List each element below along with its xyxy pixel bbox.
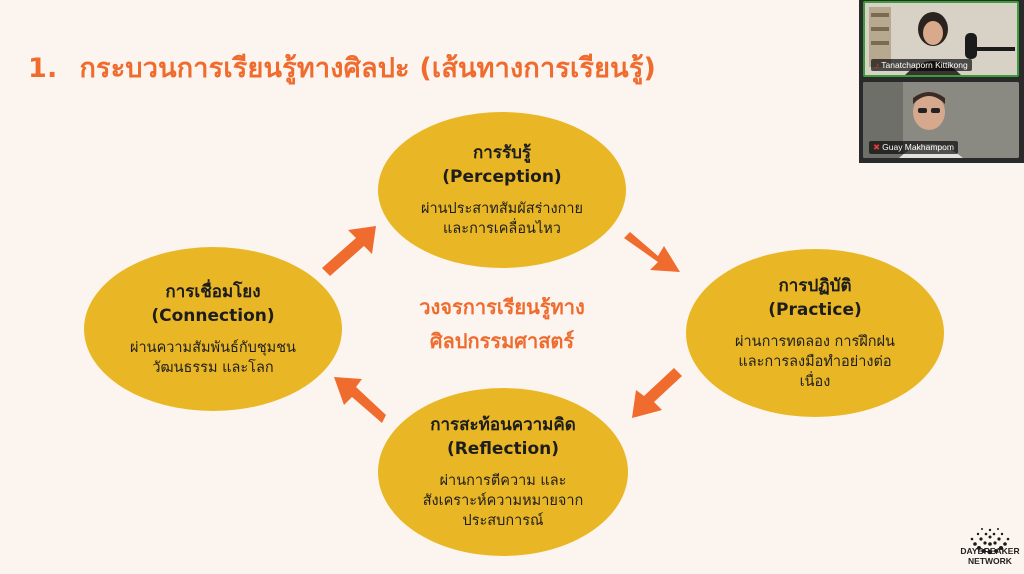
practice-desc-2: และการลงมือทำอย่างต่อ — [738, 354, 892, 370]
perception-desc-2: และการเคลื่อนไหว — [443, 221, 561, 237]
practice-desc-1: ผ่านการทดลอง การฝึกฝน — [735, 334, 895, 350]
center-line-2: ศิลปกรรมศาสตร์ — [429, 329, 575, 353]
participant-video-tile[interactable]: ♪Tanatchaporn Kittikong — [863, 1, 1019, 77]
arrow-down-left-icon — [632, 368, 682, 418]
logo-line-2: NETWORK — [968, 556, 1012, 566]
center-line-1: วงจรการเรียนรู้ทาง — [419, 295, 585, 319]
participant-name-tag: ✖Guay Makhampom — [869, 141, 958, 154]
reflection-ellipse: การสะท้อนความคิด (Reflection) ผ่านการตีค… — [378, 388, 628, 556]
practice-english: (Practice) — [768, 300, 862, 320]
participant-name-tag: ♪Tanatchaporn Kittikong — [871, 59, 972, 71]
participant-name: Tanatchaporn Kittikong — [881, 60, 968, 70]
video-participants-panel: ♪Tanatchaporn Kittikong ✖Guay Makhampom — [859, 0, 1024, 163]
connection-desc-1: ผ่านความสัมพันธ์กับชุมชน — [130, 340, 296, 356]
reflection-english: (Reflection) — [446, 439, 560, 459]
perception-ellipse: การรับรู้ (Perception) ผ่านประสาทสัมผัสร… — [378, 112, 626, 268]
perception-thai: การรับรู้ — [472, 143, 532, 163]
mic-icon: ♪ — [875, 60, 880, 70]
practice-thai: การปฏิบัติ — [778, 276, 852, 296]
title-number: 1. — [28, 53, 58, 84]
reflection-thai: การสะท้อนความคิด — [430, 415, 576, 435]
title-text: กระบวนการเรียนรู้ทางศิลปะ (เส้นทางการเรี… — [79, 53, 657, 84]
practice-ellipse: การปฏิบัติ (Practice) ผ่านการทดลอง การฝึ… — [686, 249, 944, 417]
cycle-center-label: วงจรการเรียนรู้ทาง ศิลปกรรมศาสตร์ — [380, 290, 624, 358]
perception-desc-1: ผ่านประสาทสัมผัสร่างกาย — [420, 201, 584, 217]
daybreaker-logo-icon — [970, 528, 1010, 555]
arrow-up-left-icon — [334, 377, 386, 423]
logo-line-1: DAYBREAKER — [960, 546, 1020, 556]
reflection-desc-1: ผ่านการตีความ และ — [439, 473, 567, 489]
participant-name: Guay Makhampom — [882, 142, 954, 152]
connection-english: (Connection) — [151, 306, 275, 326]
connection-thai: การเชื่อมโยง — [165, 282, 261, 302]
connection-ellipse: การเชื่อมโยง (Connection) ผ่านความสัมพัน… — [84, 247, 342, 411]
arrow-down-right-icon — [624, 232, 680, 272]
connection-desc-2: วัฒนธรรม และโลก — [152, 360, 274, 376]
practice-desc-3: เนื่อง — [799, 374, 831, 390]
reflection-desc-3: ประสบการณ์ — [462, 513, 544, 529]
reflection-desc-2: สังเคราะห์ความหมายจาก — [422, 493, 584, 509]
arrow-up-right-icon — [322, 226, 376, 276]
slide-title: 1. กระบวนการเรียนรู้ทางศิลปะ (เส้นทางการเ… — [28, 46, 656, 89]
mic-muted-icon: ✖ — [873, 142, 881, 152]
daybreaker-logo-text: DAYBREAKER NETWORK — [957, 546, 1023, 566]
participant-video-tile[interactable]: ✖Guay Makhampom — [863, 82, 1019, 158]
perception-english: (Perception) — [442, 167, 562, 187]
